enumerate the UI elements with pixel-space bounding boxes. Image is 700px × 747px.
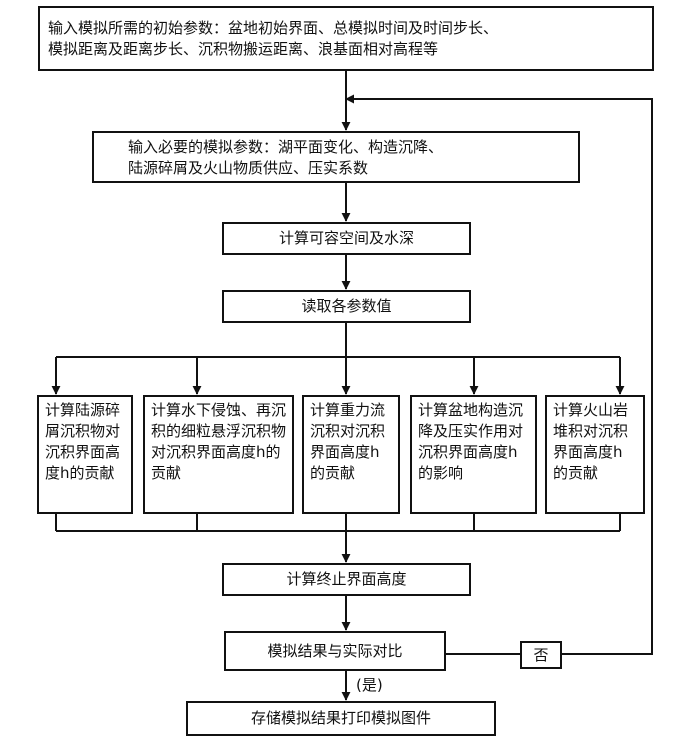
compare-box: 模拟结果与实际对比: [224, 631, 446, 671]
input-sim-line-2: 陆源碎屑及火山物质供应、压实系数: [128, 159, 369, 177]
input-sim-line-1: 输入必要的模拟参数：湖平面变化、构造沉降、: [128, 138, 444, 156]
edge-no-feedback: [345, 94, 653, 655]
calc-space-label: 计算可容空间及水深: [278, 229, 414, 247]
calc-final-height-box: 计算终止界面高度: [222, 563, 471, 596]
contrib-erosion-box: 计算水下侵蚀、再沉积的细粒悬浮沉积物对沉积界面高度h的贡献: [143, 395, 294, 514]
contrib-subsidence-label: 计算盆地构造沉降及压实作用对沉积界面高度h的影响: [418, 401, 524, 482]
contrib-volcanic-label: 计算火山岩堆积对沉积界面高度h的贡献: [553, 401, 629, 482]
calc-space-box: 计算可容空间及水深: [222, 222, 471, 255]
contrib-volcanic-box: 计算火山岩堆积对沉积界面高度h的贡献: [545, 395, 645, 514]
no-decision-box: 否: [520, 641, 562, 669]
contrib-gravity-label: 计算重力流沉积对沉积界面高度h的贡献: [310, 401, 386, 482]
contrib-subsidence-box: 计算盆地构造沉降及压实作用对沉积界面高度h的影响: [410, 395, 537, 514]
store-print-box: 存储模拟结果打印模拟图件: [186, 701, 496, 736]
no-decision-label: 否: [533, 645, 549, 664]
contrib-terrigenous-label: 计算陆源碎屑沉积物对沉积界面高度h的贡献: [45, 401, 121, 482]
compare-label: 模拟结果与实际对比: [267, 641, 403, 660]
contrib-erosion-label: 计算水下侵蚀、再沉积的细粒悬浮沉积物对沉积界面高度h的贡献: [151, 401, 287, 482]
input-initial-params-box: 输入模拟所需的初始参数：盆地初始界面、总模拟时间及时间步长、 模拟距离及距离步长…: [38, 6, 654, 71]
input-initial-line-1: 输入模拟所需的初始参数：盆地初始界面、总模拟时间及时间步长、: [48, 19, 499, 37]
calc-final-height-label: 计算终止界面高度: [286, 570, 407, 588]
read-params-label: 读取各参数值: [301, 297, 392, 315]
input-initial-line-2: 模拟距离及距离步长、沉积物搬运距离、浪基面相对高程等: [48, 40, 439, 58]
contrib-gravity-box: 计算重力流沉积对沉积界面高度h的贡献: [302, 395, 400, 514]
contrib-terrigenous-box: 计算陆源碎屑沉积物对沉积界面高度h的贡献: [37, 395, 133, 514]
yes-edge-label: (是): [356, 676, 383, 694]
input-sim-params-box: 输入必要的模拟参数：湖平面变化、构造沉降、 陆源碎屑及火山物质供应、压实系数: [92, 131, 580, 183]
read-params-box: 读取各参数值: [222, 290, 471, 323]
store-print-label: 存储模拟结果打印模拟图件: [250, 709, 431, 727]
